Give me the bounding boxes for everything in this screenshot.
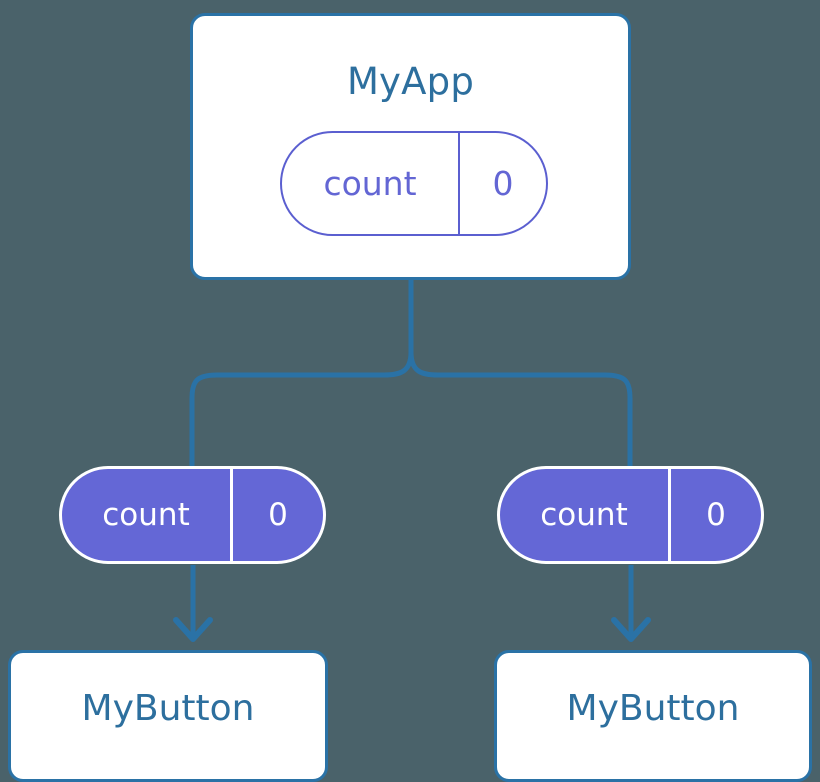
connector-fork-left xyxy=(189,351,414,466)
state-pill-value: 0 xyxy=(268,497,288,533)
component-label-myapp: MyApp xyxy=(346,60,475,103)
component-card-mybutton-1: MyButton xyxy=(494,650,812,782)
state-pill-key: count xyxy=(62,469,233,561)
state-pill-value: 0 xyxy=(492,164,514,203)
state-pill-key: count xyxy=(500,469,671,561)
state-pill-key: count xyxy=(282,133,460,234)
arrow-head-left xyxy=(173,617,213,642)
component-label-mybutton: MyButton xyxy=(81,688,255,729)
state-pill-value: 0 xyxy=(706,497,726,533)
state-pill-child-1: count 0 xyxy=(497,466,764,564)
state-pill-child-0: count 0 xyxy=(59,466,326,564)
connector-fork-right xyxy=(408,351,633,466)
arrow-head-right xyxy=(611,617,651,642)
component-card-myapp: MyApp count 0 xyxy=(190,13,631,280)
component-card-mybutton-0: MyButton xyxy=(8,650,328,782)
component-label-mybutton: MyButton xyxy=(566,688,740,729)
state-pill-myapp: count 0 xyxy=(280,131,548,236)
